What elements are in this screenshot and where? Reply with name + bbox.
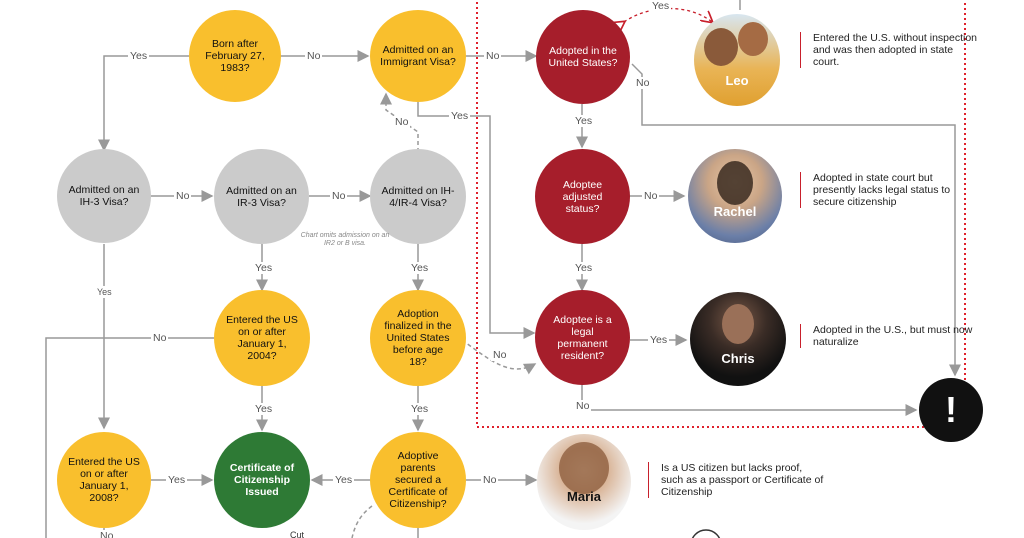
node-entered-2004: Entered the US on or after January 1, 20… (214, 290, 310, 386)
label-ir3-no: No (330, 190, 348, 202)
label-adopted-yes: Yes (573, 115, 595, 127)
label-finalized-yes: Yes (409, 403, 431, 415)
node-born-after: Born after February 27, 1983? (189, 10, 281, 102)
face-icon (717, 161, 753, 205)
face-icon (704, 28, 738, 66)
label-adjusted-yes: Yes (573, 262, 595, 274)
edge-adopted-no (631, 63, 961, 377)
label-2008-yes: Yes (166, 474, 188, 486)
avatar-name: Maria (567, 489, 601, 504)
node-ih4-visa: Admitted on IH-4/IR-4 Visa? (370, 149, 466, 244)
label-immigrant-no: No (484, 50, 502, 62)
label-ih4-yes: Yes (409, 262, 431, 274)
chart-note: Chart omits admission on an IR2 or B vis… (300, 232, 390, 247)
node-entered-2008: Entered the US on or after January 1, 20… (57, 432, 151, 528)
edge-secured-bottom (351, 505, 373, 538)
label-ir3-yes: Yes (253, 262, 275, 274)
label-2008-no: No (98, 530, 116, 538)
label-secured-yes: Yes (333, 474, 355, 486)
label-ih3-no: No (174, 190, 192, 202)
node-ih3-visa: Admitted on an IH-3 Visa? (57, 149, 151, 243)
bottom-badge (691, 529, 721, 538)
desc-chris: Adopted in the U.S., but must now natura… (800, 324, 978, 348)
label-finalized-no: No (491, 349, 509, 361)
avatar-leo: Leo (694, 14, 780, 106)
avatar-name: Rachel (713, 204, 757, 219)
label-lpr-no: No (574, 400, 592, 412)
node-immigrant-visa: Admitted on an Immigrant Visa? (370, 10, 466, 102)
alert-icon: ! (919, 378, 983, 442)
avatar-name: Leo (725, 73, 749, 88)
node-parents-secured-certificate: Adoptive parents secured a Certificate o… (370, 432, 466, 528)
label-born-yes: Yes (128, 50, 150, 62)
avatar-chris: Chris (690, 292, 786, 386)
label-ih3-yes: Yes (95, 286, 114, 298)
avatar-maria: Maria (537, 434, 631, 530)
label-adjusted-no: No (642, 190, 660, 202)
bottom-fragment: Cut (290, 530, 305, 538)
edge-immigrant-yes (417, 102, 536, 339)
desc-rachel: Adopted in state court but presently lac… (800, 172, 978, 208)
node-adoption-finalized: Adoption finalized in the United States … (370, 290, 466, 386)
label-leo-yes: Yes (650, 0, 672, 12)
node-adjusted-status: Adoptee adjusted status? (535, 149, 630, 244)
desc-leo: Entered the U.S. without inspection and … (800, 32, 978, 68)
face-icon (738, 22, 768, 56)
face-icon (722, 304, 754, 344)
face-icon (559, 442, 609, 494)
label-born-no: No (305, 50, 323, 62)
label-secured-no: No (481, 474, 499, 486)
node-certificate-issued: Certificate of Citizenship Issued (214, 432, 310, 528)
avatar-rachel: Rachel (688, 149, 782, 243)
desc-maria: Is a US citizen but lacks proof, such as… (648, 462, 826, 498)
label-ih4-no: No (393, 116, 411, 128)
label-immigrant-yes: Yes (449, 110, 471, 122)
node-legal-permanent-resident: Adoptee is a legal permanent resident? (535, 290, 630, 385)
node-adopted-us: Adopted in the United States? (536, 10, 630, 104)
avatar-name: Chris (721, 351, 755, 366)
label-adopted-no: No (634, 77, 652, 89)
edge-finalized-no (461, 339, 537, 375)
edge-born-yes (98, 55, 189, 152)
label-2004-yes: Yes (253, 403, 275, 415)
label-lpr-yes: Yes (648, 334, 670, 346)
label-2004-no: No (151, 332, 169, 344)
edge-ih4-no (380, 92, 419, 152)
edge-lpr-no (581, 384, 918, 416)
node-ir3-visa: Admitted on an IR-3 Visa? (214, 149, 309, 244)
